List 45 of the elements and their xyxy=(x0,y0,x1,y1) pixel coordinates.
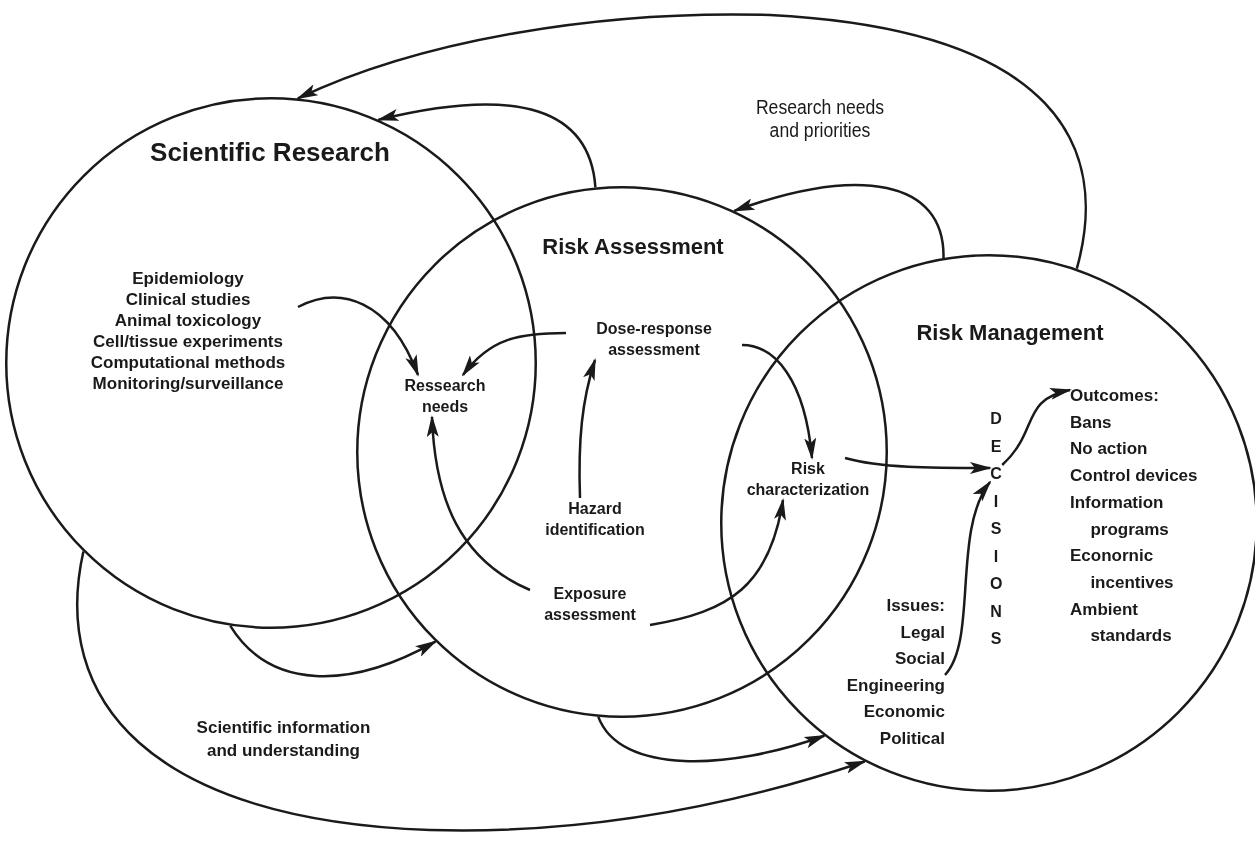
arrow xyxy=(461,331,566,377)
list-item: Computational methods xyxy=(89,352,287,373)
arrow xyxy=(732,184,945,258)
list-item: Animal toxicology xyxy=(113,310,263,331)
arrow xyxy=(229,625,438,678)
node-label: Dose-response assessment xyxy=(566,318,742,360)
list-item: Epidemiology xyxy=(131,268,245,289)
annotation-text: Scientific information and understanding xyxy=(195,717,372,762)
arrow xyxy=(649,498,786,627)
circle-title: Risk Assessment xyxy=(542,234,724,260)
arrow xyxy=(578,358,597,499)
annotation-text: Research needs and priorities xyxy=(754,96,886,142)
vertical-label: DECISIONS xyxy=(990,405,1003,653)
list-heading: Issues: xyxy=(885,595,945,617)
list-item: Legal xyxy=(899,621,945,644)
arrow xyxy=(297,296,420,377)
arrow xyxy=(376,103,597,188)
list-item: No action xyxy=(1070,438,1149,461)
list-heading: Outcomes: xyxy=(1070,385,1160,407)
list-item: Political xyxy=(878,727,945,750)
arrow xyxy=(844,456,992,474)
node-label: Exposure assessment xyxy=(530,583,650,625)
arrow xyxy=(1001,388,1072,466)
list-item: Engineering xyxy=(845,674,945,697)
arrow xyxy=(943,480,992,676)
list-item: Monitoring/surveillance xyxy=(91,373,285,394)
list-item: Economic xyxy=(862,701,945,723)
list-item: Social xyxy=(893,648,945,670)
list-item: Econornic incentives xyxy=(1070,545,1175,594)
arrow xyxy=(741,343,816,460)
arrow xyxy=(296,13,1087,269)
list-item: Information programs xyxy=(1070,491,1170,541)
list-item: Clinical studies xyxy=(124,289,252,310)
list-item: Control devices xyxy=(1070,465,1199,488)
arrow xyxy=(76,551,867,832)
list-item: Cell/tissue experiments xyxy=(92,331,284,352)
circle-title: Risk Management xyxy=(916,320,1104,346)
node-label: Risk characterization xyxy=(728,458,888,500)
node-label: Ressearch needs xyxy=(400,375,490,417)
node-label: Hazard identification xyxy=(535,498,655,540)
list-item: Ambient standards xyxy=(1070,598,1173,648)
list-item: Bans xyxy=(1070,411,1113,434)
arrow xyxy=(597,716,827,763)
arrow xyxy=(427,415,531,592)
circle-title: Scientific Research xyxy=(150,136,390,168)
